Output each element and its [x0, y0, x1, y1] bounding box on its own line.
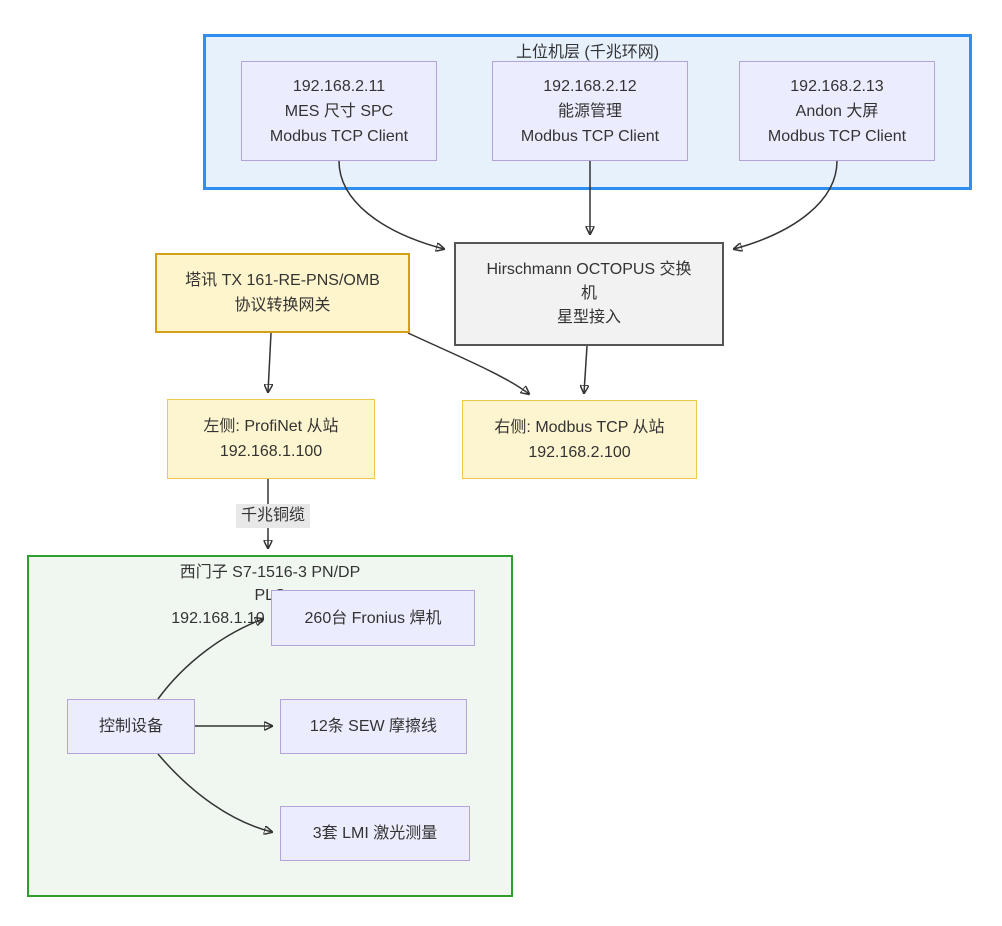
- node-switch-line3: 星型接入: [556, 309, 621, 326]
- node-energy-client: 192.168.2.12 能源管理 Modbus TCP Client: [492, 61, 688, 161]
- node-mes-client-protocol: Modbus TCP Client: [269, 127, 409, 145]
- edge-gateway-to-right-slave: [407, 332, 529, 394]
- node-sew-friction-lines-label: 12条 SEW 摩擦线: [309, 718, 438, 735]
- node-modbus-slave-line1: 右侧: Modbus TCP 从站: [494, 418, 665, 436]
- node-lmi-laser: 3套 LMI 激光测量: [280, 806, 470, 861]
- node-mes-client-name: MES 尺寸 SPC: [284, 102, 394, 120]
- node-modbus-slave-ip: 192.168.2.100: [528, 443, 631, 461]
- edge-label-cable: 千兆铜缆: [236, 504, 311, 528]
- node-profinet-slave: 左侧: ProfiNet 从站 192.168.1.100: [167, 399, 375, 479]
- node-andon-client-name: Andon 大屏: [795, 102, 879, 120]
- edge-gateway-to-left-slave: [268, 332, 271, 392]
- node-gateway-line2: 协议转换网关: [234, 297, 331, 314]
- cluster-plc-title-line1: 西门子 S7-1516-3 PN/DP: [179, 564, 361, 581]
- node-andon-client: 192.168.2.13 Andon 大屏 Modbus TCP Client: [739, 61, 935, 161]
- node-energy-client-name: 能源管理: [557, 102, 622, 120]
- node-andon-client-ip: 192.168.2.13: [790, 77, 884, 95]
- node-gateway-line1: 塔讯 TX 161-RE-PNS/OMB: [185, 272, 380, 289]
- node-sew-friction-lines: 12条 SEW 摩擦线: [280, 699, 467, 754]
- node-energy-client-ip: 192.168.2.12: [543, 77, 637, 95]
- node-andon-client-protocol: Modbus TCP Client: [767, 127, 907, 145]
- edge-client3-to-switch: [734, 160, 838, 249]
- node-gateway: 塔讯 TX 161-RE-PNS/OMB 协议转换网关: [155, 253, 410, 333]
- edge-control-to-welders: [157, 619, 263, 700]
- node-mes-client-ip: 192.168.2.11: [292, 77, 386, 95]
- node-switch-line1: Hirschmann OCTOPUS 交换: [486, 261, 692, 278]
- edge-switch-to-right-slave: [584, 345, 587, 393]
- node-energy-client-protocol: Modbus TCP Client: [520, 127, 660, 145]
- edge-control-to-laser: [157, 753, 272, 832]
- node-fronius-welders-label: 260台 Fronius 焊机: [304, 609, 442, 627]
- node-profinet-slave-line1: 左侧: ProfiNet 从站: [203, 418, 339, 435]
- cluster-host-layer-title: 上位机层 (千兆环网): [515, 44, 660, 61]
- node-control-device: 控制设备: [67, 699, 195, 754]
- node-switch-line2: 机: [580, 285, 597, 302]
- node-control-device-label: 控制设备: [98, 718, 163, 735]
- node-switch: Hirschmann OCTOPUS 交换 机 星型接入: [454, 242, 724, 346]
- node-profinet-slave-ip: 192.168.1.100: [219, 443, 323, 460]
- node-modbus-slave: 右侧: Modbus TCP 从站 192.168.2.100: [462, 400, 697, 479]
- node-fronius-welders: 260台 Fronius 焊机: [271, 590, 475, 646]
- cluster-plc-title-line3: 192.168.1.10: [171, 610, 265, 627]
- node-mes-client: 192.168.2.11 MES 尺寸 SPC Modbus TCP Clien…: [241, 61, 437, 161]
- node-lmi-laser-label: 3套 LMI 激光测量: [312, 825, 438, 842]
- edge-client1-to-switch: [338, 160, 444, 249]
